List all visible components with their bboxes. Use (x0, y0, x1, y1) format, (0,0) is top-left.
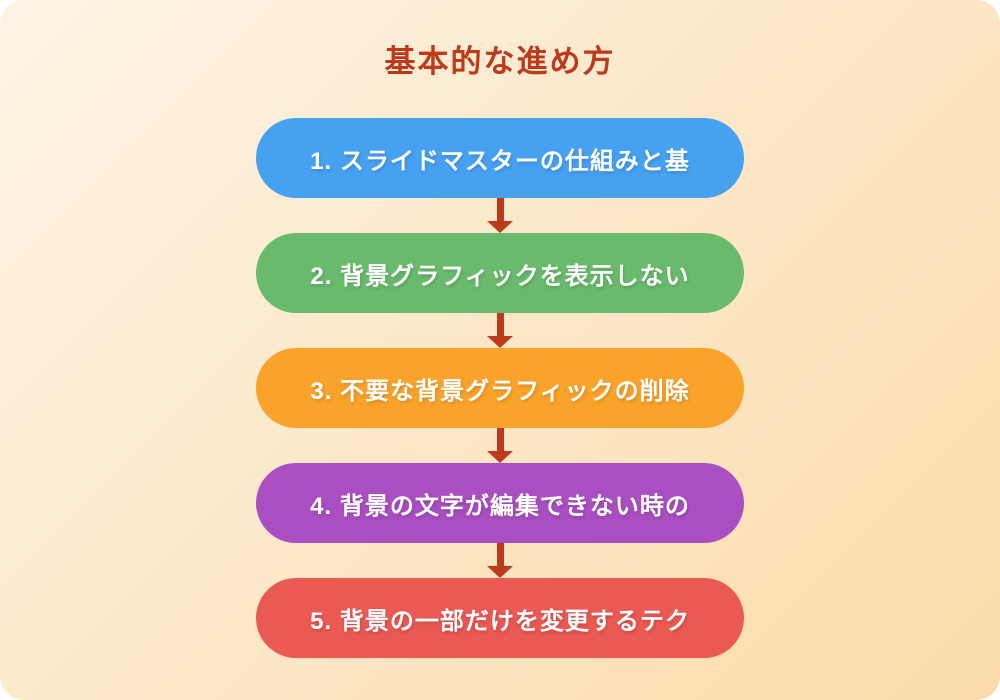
arrow-head (487, 336, 513, 348)
flow-diagram: 1. スライドマスターの仕組みと基 2. 背景グラフィックを表示しない 3. 不要な… (256, 118, 744, 658)
arrow-stem (496, 198, 504, 221)
page-title: 基本的な進め方 (384, 44, 616, 79)
arrow-stem (496, 428, 504, 451)
arrow-down-icon (487, 428, 513, 463)
flow-step-3: 3. 不要な背景グラフィックの削除 (256, 348, 744, 428)
flow-step-5: 5. 背景の一部だけを変更するテク (256, 578, 744, 658)
arrow-down-icon (487, 198, 513, 233)
arrow-stem (496, 313, 504, 336)
flow-step-1: 1. スライドマスターの仕組みと基 (256, 118, 744, 198)
arrow-down-icon (487, 313, 513, 348)
arrow-stem (496, 543, 504, 566)
flow-step-4: 4. 背景の文字が編集できない時の (256, 463, 744, 543)
flow-step-2: 2. 背景グラフィックを表示しない (256, 233, 744, 313)
arrow-head (487, 566, 513, 578)
arrow-head (487, 451, 513, 463)
arrow-down-icon (487, 543, 513, 578)
arrow-head (487, 221, 513, 233)
